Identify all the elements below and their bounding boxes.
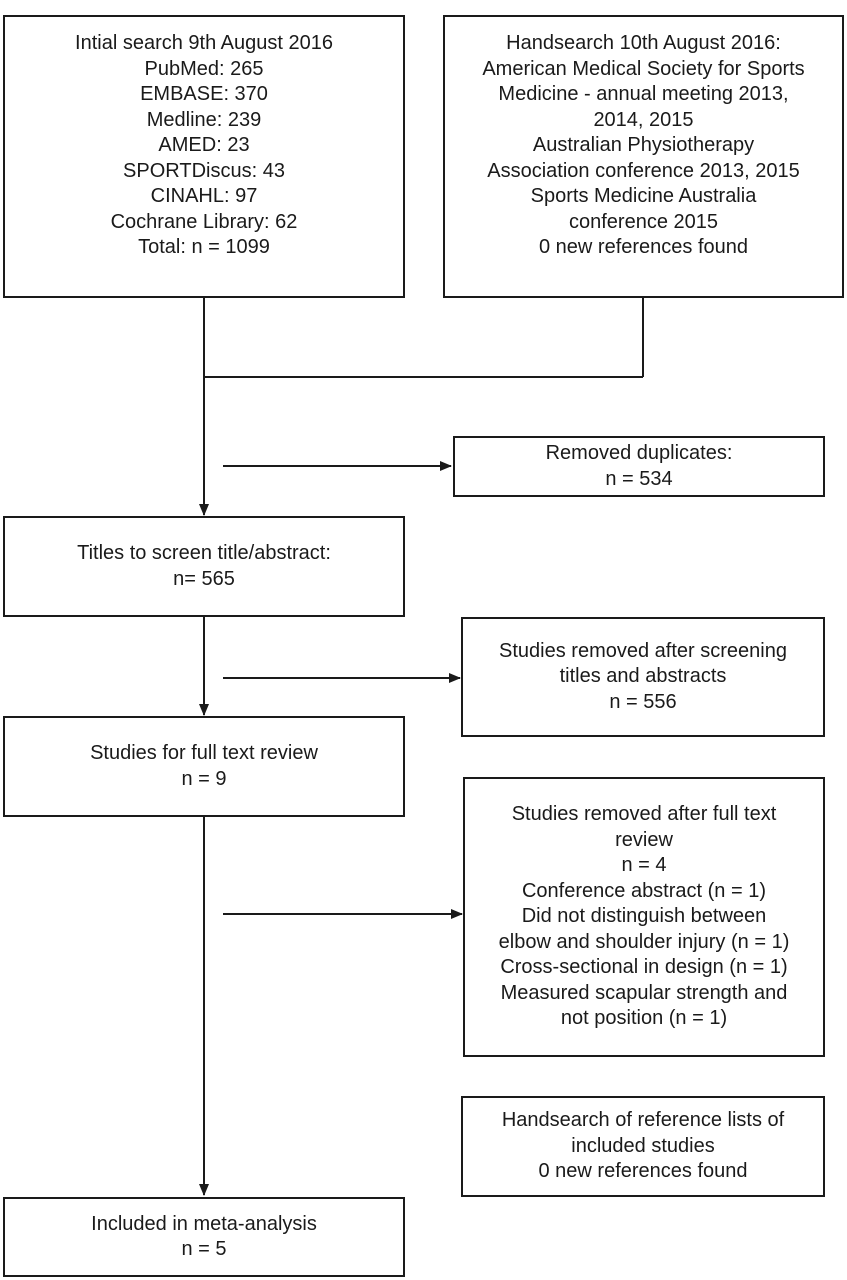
removed-duplicates-box: Removed duplicates: n = 534: [453, 436, 825, 497]
initial-search-line: CINAHL: 97: [150, 185, 258, 207]
removed-after-full-text-line: not position (n = 1): [560, 1007, 728, 1030]
handsearch-reference-lists-line: included studies: [571, 1134, 715, 1157]
included-line: n = 5: [181, 1238, 227, 1260]
removed-after-full-text-box: Studies removed after full text review n…: [463, 777, 825, 1057]
titles-to-screen-box: Titles to screen title/abstract: n= 565: [3, 516, 405, 617]
removed-after-full-text-line: Measured scapular strength and: [500, 981, 788, 1004]
removed-after-full-text-line: review: [615, 828, 673, 851]
removed-after-screening-line: titles and abstracts: [559, 665, 727, 688]
initial-search-line: Medline: 239: [146, 108, 262, 131]
removed-after-screening-line: n = 556: [609, 690, 677, 713]
removed-after-full-text-line: Conference abstract (n = 1): [521, 879, 766, 902]
removed-after-full-text-line: n = 4: [621, 854, 667, 877]
handsearch-line: conference 2015: [568, 210, 718, 233]
handsearch-line: Association conference 2013, 2015: [487, 159, 800, 182]
handsearch-line: Medicine - annual meeting 2013,: [498, 83, 789, 105]
initial-search-line: AMED: 23: [158, 134, 250, 156]
initial-search-line: PubMed: 265: [144, 57, 264, 80]
removed-after-screening-line: Studies removed after screening: [499, 639, 787, 662]
handsearch-line: 2014, 2015: [593, 108, 694, 131]
removed-after-screening-box: Studies removed after screening titles a…: [461, 617, 825, 737]
handsearch-reference-lists-line: 0 new references found: [538, 1160, 748, 1183]
initial-search-line: Cochrane Library: 62: [110, 210, 298, 233]
included-line: Included in meta-analysis: [91, 1212, 317, 1235]
full-text-review-line: Studies for full text review: [90, 742, 318, 764]
initial-search-line: EMBASE: 370: [140, 83, 268, 105]
initial-search-line: Total: n = 1099: [138, 236, 270, 258]
full-text-review-box: Studies for full text review n = 9: [3, 716, 405, 817]
removed-duplicates-line: n = 534: [605, 467, 673, 490]
handsearch-reference-lists-line: Handsearch of reference lists of: [501, 1109, 785, 1132]
handsearch-box: Handsearch 10th August 2016: American Me…: [443, 15, 844, 298]
removed-duplicates-line: Removed duplicates:: [545, 442, 733, 464]
removed-after-full-text-line: Did not distinguish between: [521, 905, 767, 928]
titles-to-screen-line: n= 565: [173, 567, 235, 590]
initial-search-line: SPORTDiscus: 43: [123, 159, 285, 182]
initial-search-box: Intial search 9th August 2016 PubMed: 26…: [3, 15, 405, 298]
handsearch-reference-lists-box: Handsearch of reference lists of include…: [461, 1096, 825, 1197]
handsearch-line: 0 new references found: [538, 236, 749, 258]
handsearch-line: Handsearch 10th August 2016:: [506, 32, 781, 54]
handsearch-line: Australian Physiotherapy: [532, 134, 755, 156]
full-text-review-line: n = 9: [181, 767, 227, 790]
initial-search-line: Intial search 9th August 2016: [75, 32, 333, 54]
removed-after-full-text-line: elbow and shoulder injury (n = 1): [498, 930, 790, 953]
handsearch-line: Sports Medicine Australia: [530, 185, 757, 207]
titles-to-screen-line: Titles to screen title/abstract:: [77, 542, 331, 564]
handsearch-line: American Medical Society for Sports: [482, 57, 805, 80]
removed-after-full-text-line: Studies removed after full text: [511, 803, 777, 826]
included-in-meta-analysis-box: Included in meta-analysis n = 5: [3, 1197, 405, 1277]
removed-after-full-text-line: Cross-sectional in design (n = 1): [500, 956, 788, 979]
